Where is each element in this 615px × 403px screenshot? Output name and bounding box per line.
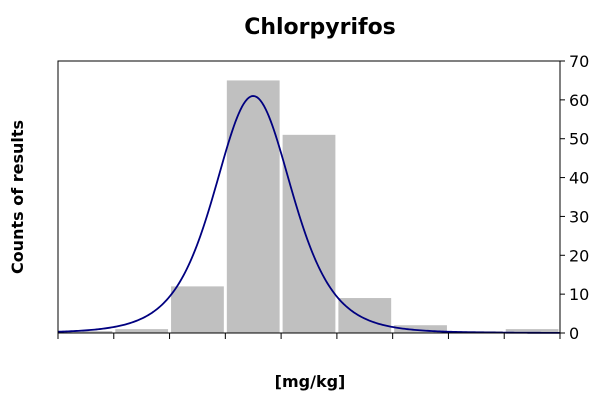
histogram-bar (394, 325, 447, 333)
y-tick-label: 70 (569, 52, 589, 71)
y-tick-label: 30 (569, 207, 589, 226)
y-tick-label: 40 (569, 169, 589, 188)
y-tick-label: 10 (569, 285, 589, 304)
y-axis-label: Counts of results (8, 120, 27, 274)
y-tick-label: 50 (569, 130, 589, 149)
histogram-bar (115, 329, 169, 333)
histogram-bar (171, 286, 224, 333)
histogram-bar (282, 134, 336, 333)
histogram-bar (59, 331, 113, 333)
y-tick-label: 60 (569, 91, 589, 110)
x-axis-ticks (57, 333, 561, 339)
chart-title: Chlorpyrifos (244, 15, 396, 40)
y-tick-label: 0 (569, 324, 579, 343)
bars-group (59, 80, 559, 333)
histogram-bar (338, 298, 392, 333)
x-axis-label: [mg/kg] (275, 372, 346, 391)
y-tick-label: 20 (569, 246, 589, 265)
histogram-bar (505, 329, 559, 333)
plot-area-frame (57, 60, 561, 334)
histogram-bar (226, 80, 280, 333)
y-axis-ticks: 0 10 20 30 40 50 60 70 (560, 52, 589, 343)
fitted-distribution-curve (57, 95, 560, 334)
